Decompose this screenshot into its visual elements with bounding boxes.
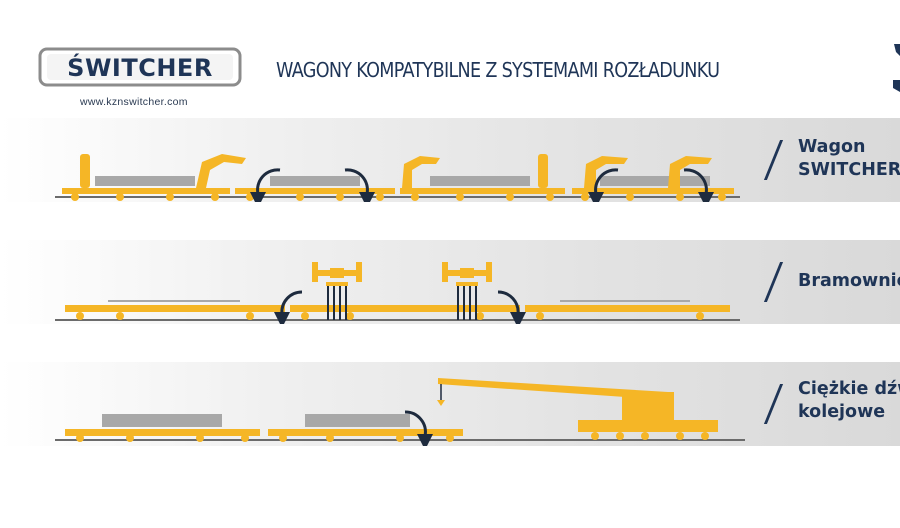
row-label: Ciężkie dźw kolejowe [798, 379, 900, 422]
wagon-platform [268, 429, 463, 436]
railway-crane-icon [437, 378, 718, 440]
unload-arrow-icon [280, 290, 303, 315]
wagon-platform [290, 305, 520, 312]
arrow-head-icon [274, 312, 290, 324]
rail-bundle [102, 414, 222, 427]
row-dzwigi: Ciężkie dźw kolejowe [0, 362, 900, 446]
unload-arrow-icon [497, 290, 520, 315]
rail-bundle [430, 176, 530, 186]
crane-arm [668, 156, 712, 188]
end-post [538, 154, 548, 188]
wagon-platform [400, 188, 565, 194]
switcher-logo[interactable]: ŚWITCHER [38, 46, 242, 88]
unload-arrow-icon [344, 168, 369, 195]
end-post [80, 154, 90, 188]
unload-arrow-icon [404, 410, 427, 437]
rail-bundle [600, 176, 710, 186]
arrow-head-icon [510, 312, 526, 324]
rail-bundle [305, 414, 410, 427]
wagon-platform [65, 429, 260, 436]
arrow-head-icon [698, 192, 714, 202]
arrow-head-icon [417, 434, 433, 446]
wagon-platform [62, 188, 230, 194]
row-label: Wagon SWITCHER [798, 137, 900, 180]
wagon-platform [235, 188, 395, 194]
page-title: WAGONY KOMPATYBILNE Z SYSTEMAMI ROZŁADUN… [276, 58, 720, 82]
rail-bundle [95, 176, 195, 186]
crane-arm [584, 156, 628, 188]
unload-arrow-icon [256, 168, 281, 195]
row-wagon-switcher: Wagon SWITCHER [0, 118, 900, 202]
wagon-platform [572, 188, 734, 194]
crane-arm [196, 154, 246, 188]
row-label: Bramownic [798, 271, 900, 291]
unload-arrow-icon [683, 168, 708, 195]
gantry-crane-icon [442, 262, 492, 320]
rail-bundle [270, 176, 360, 186]
unload-arrow-icon [594, 168, 619, 195]
website-url[interactable]: www.kznswitcher.com [80, 96, 188, 108]
logo-text: ŚWITCHER [67, 52, 213, 82]
partial-logo-icon [893, 44, 900, 92]
crane-arm [402, 156, 440, 188]
arrow-head-icon [250, 192, 266, 202]
gantry-crane-icon [312, 262, 362, 320]
row-bramownice: Bramownic [0, 240, 900, 324]
arrow-head-icon [359, 192, 375, 202]
wagon-platform [65, 305, 285, 312]
wagon-platform [525, 305, 730, 312]
arrow-head-icon [588, 192, 604, 202]
